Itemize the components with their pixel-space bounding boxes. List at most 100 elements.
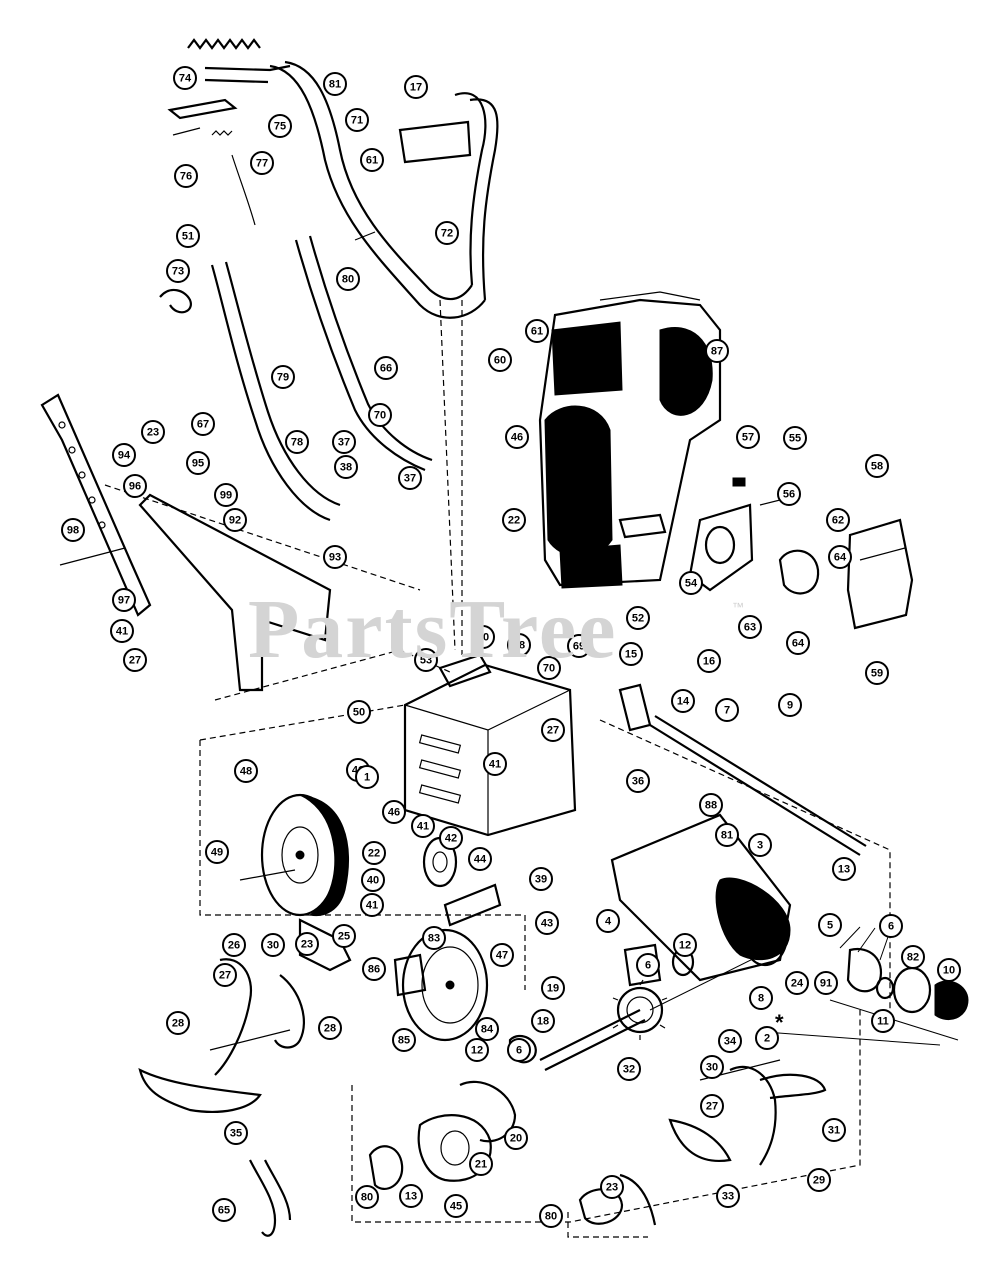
callout-46: 46: [382, 800, 406, 824]
callout-80: 80: [336, 267, 360, 291]
callout-label: 66: [380, 363, 392, 375]
callout-51: 51: [176, 224, 200, 248]
callout-11: 11: [871, 1009, 895, 1033]
pulleys: [393, 836, 502, 1042]
callout-label: 61: [531, 326, 543, 338]
callout-19: 19: [541, 976, 565, 1000]
callout-label: 12: [471, 1045, 483, 1057]
callout-label: 75: [274, 121, 286, 133]
callout-74: 74: [173, 66, 197, 90]
depth-bar-and-bracket: [40, 393, 332, 692]
callout-61: 61: [525, 319, 549, 343]
callout-24: 24: [785, 971, 809, 995]
callout-label: 10: [943, 965, 955, 977]
handlebar-assembly: [159, 38, 499, 319]
callout-label: 73: [172, 266, 184, 278]
callout-41: 41: [411, 814, 435, 838]
callout-45: 45: [444, 1194, 468, 1218]
callout-48: 48: [234, 759, 258, 783]
callout-label: 27: [547, 725, 559, 737]
callout-69: 69: [567, 634, 591, 658]
callout-label: 40: [367, 875, 379, 887]
callout-label: 27: [706, 1101, 718, 1113]
callout-80: 80: [539, 1204, 563, 1228]
callout-label: 22: [368, 848, 380, 860]
handle-bars: [210, 235, 433, 522]
callout-label: 57: [742, 432, 754, 444]
callout-64: 64: [828, 545, 852, 569]
callout-40: 40: [361, 868, 385, 892]
callout-label: 56: [783, 489, 795, 501]
callout-21: 21: [469, 1152, 493, 1176]
callout-47: 47: [490, 943, 514, 967]
callout-label: 16: [703, 656, 715, 668]
callout-label: 96: [129, 481, 141, 493]
callout-6: 6: [879, 914, 903, 938]
callout-label: 41: [116, 626, 128, 638]
callout-label: 13: [405, 1191, 417, 1203]
callout-22: 22: [362, 841, 386, 865]
callout-22: 22: [502, 508, 526, 532]
callout-97: 97: [112, 588, 136, 612]
callout-63: 63: [738, 615, 762, 639]
callout-70: 70: [537, 656, 561, 680]
callout-label: 12: [679, 940, 691, 952]
callout-67: 67: [191, 412, 215, 436]
callout-2: 2: [755, 1026, 779, 1050]
callout-label: 41: [417, 821, 429, 833]
callout-label: 1: [364, 772, 370, 784]
callout-88: 88: [699, 793, 723, 817]
callout-58: 58: [865, 454, 889, 478]
callout-66: 66: [374, 356, 398, 380]
callout-23: 23: [600, 1175, 624, 1199]
callout-34: 34: [718, 1029, 742, 1053]
callout-label: 52: [632, 613, 644, 625]
callout-label: 51: [182, 231, 194, 243]
callout-6: 6: [507, 1038, 531, 1062]
callout-94: 94: [112, 443, 136, 467]
callout-label: 6: [888, 921, 894, 933]
callout-75: 75: [268, 114, 292, 138]
callout-label: 80: [361, 1192, 373, 1204]
callout-26: 26: [222, 933, 246, 957]
callout-label: 53: [420, 655, 432, 667]
callout-84: 84: [475, 1017, 499, 1041]
callout-77: 77: [250, 151, 274, 175]
callout-86: 86: [362, 957, 386, 981]
callout-label: 79: [277, 372, 289, 384]
callout-label: 18: [537, 1016, 549, 1028]
callout-50: 50: [347, 700, 371, 724]
callout-41: 41: [483, 752, 507, 776]
callout-label: 6: [516, 1045, 522, 1057]
callout-label: 20: [510, 1133, 522, 1145]
callout-label: 42: [445, 833, 457, 845]
callout-50: 50: [471, 625, 495, 649]
callout-label: 97: [118, 595, 130, 607]
callout-label: 68: [513, 640, 525, 652]
callout-label: 28: [172, 1018, 184, 1030]
callout-label: 91: [820, 978, 832, 990]
callout-label: 93: [329, 552, 341, 564]
callout-3: 3: [748, 833, 772, 857]
callout-59: 59: [865, 661, 889, 685]
callout-label: 37: [404, 473, 416, 485]
callout-label: 30: [267, 940, 279, 952]
callout-label: 63: [744, 622, 756, 634]
callout-52: 52: [626, 606, 650, 630]
callout-12: 12: [673, 933, 697, 957]
callout-93: 93: [323, 545, 347, 569]
callout-33: 33: [716, 1184, 740, 1208]
callout-label: 88: [705, 800, 717, 812]
callout-83: 83: [422, 926, 446, 950]
callout-99: 99: [214, 483, 238, 507]
transmission: [539, 683, 969, 1071]
callout-label: 4: [605, 916, 612, 928]
callout-label: 83: [428, 933, 440, 945]
callout-label: 65: [218, 1205, 230, 1217]
callout-label: 23: [147, 427, 159, 439]
callout-37: 37: [332, 430, 356, 454]
callout-label: 5: [827, 920, 833, 932]
callout-label: 94: [118, 450, 131, 462]
callout-label: 28: [324, 1023, 336, 1035]
callout-label: 78: [291, 437, 303, 449]
